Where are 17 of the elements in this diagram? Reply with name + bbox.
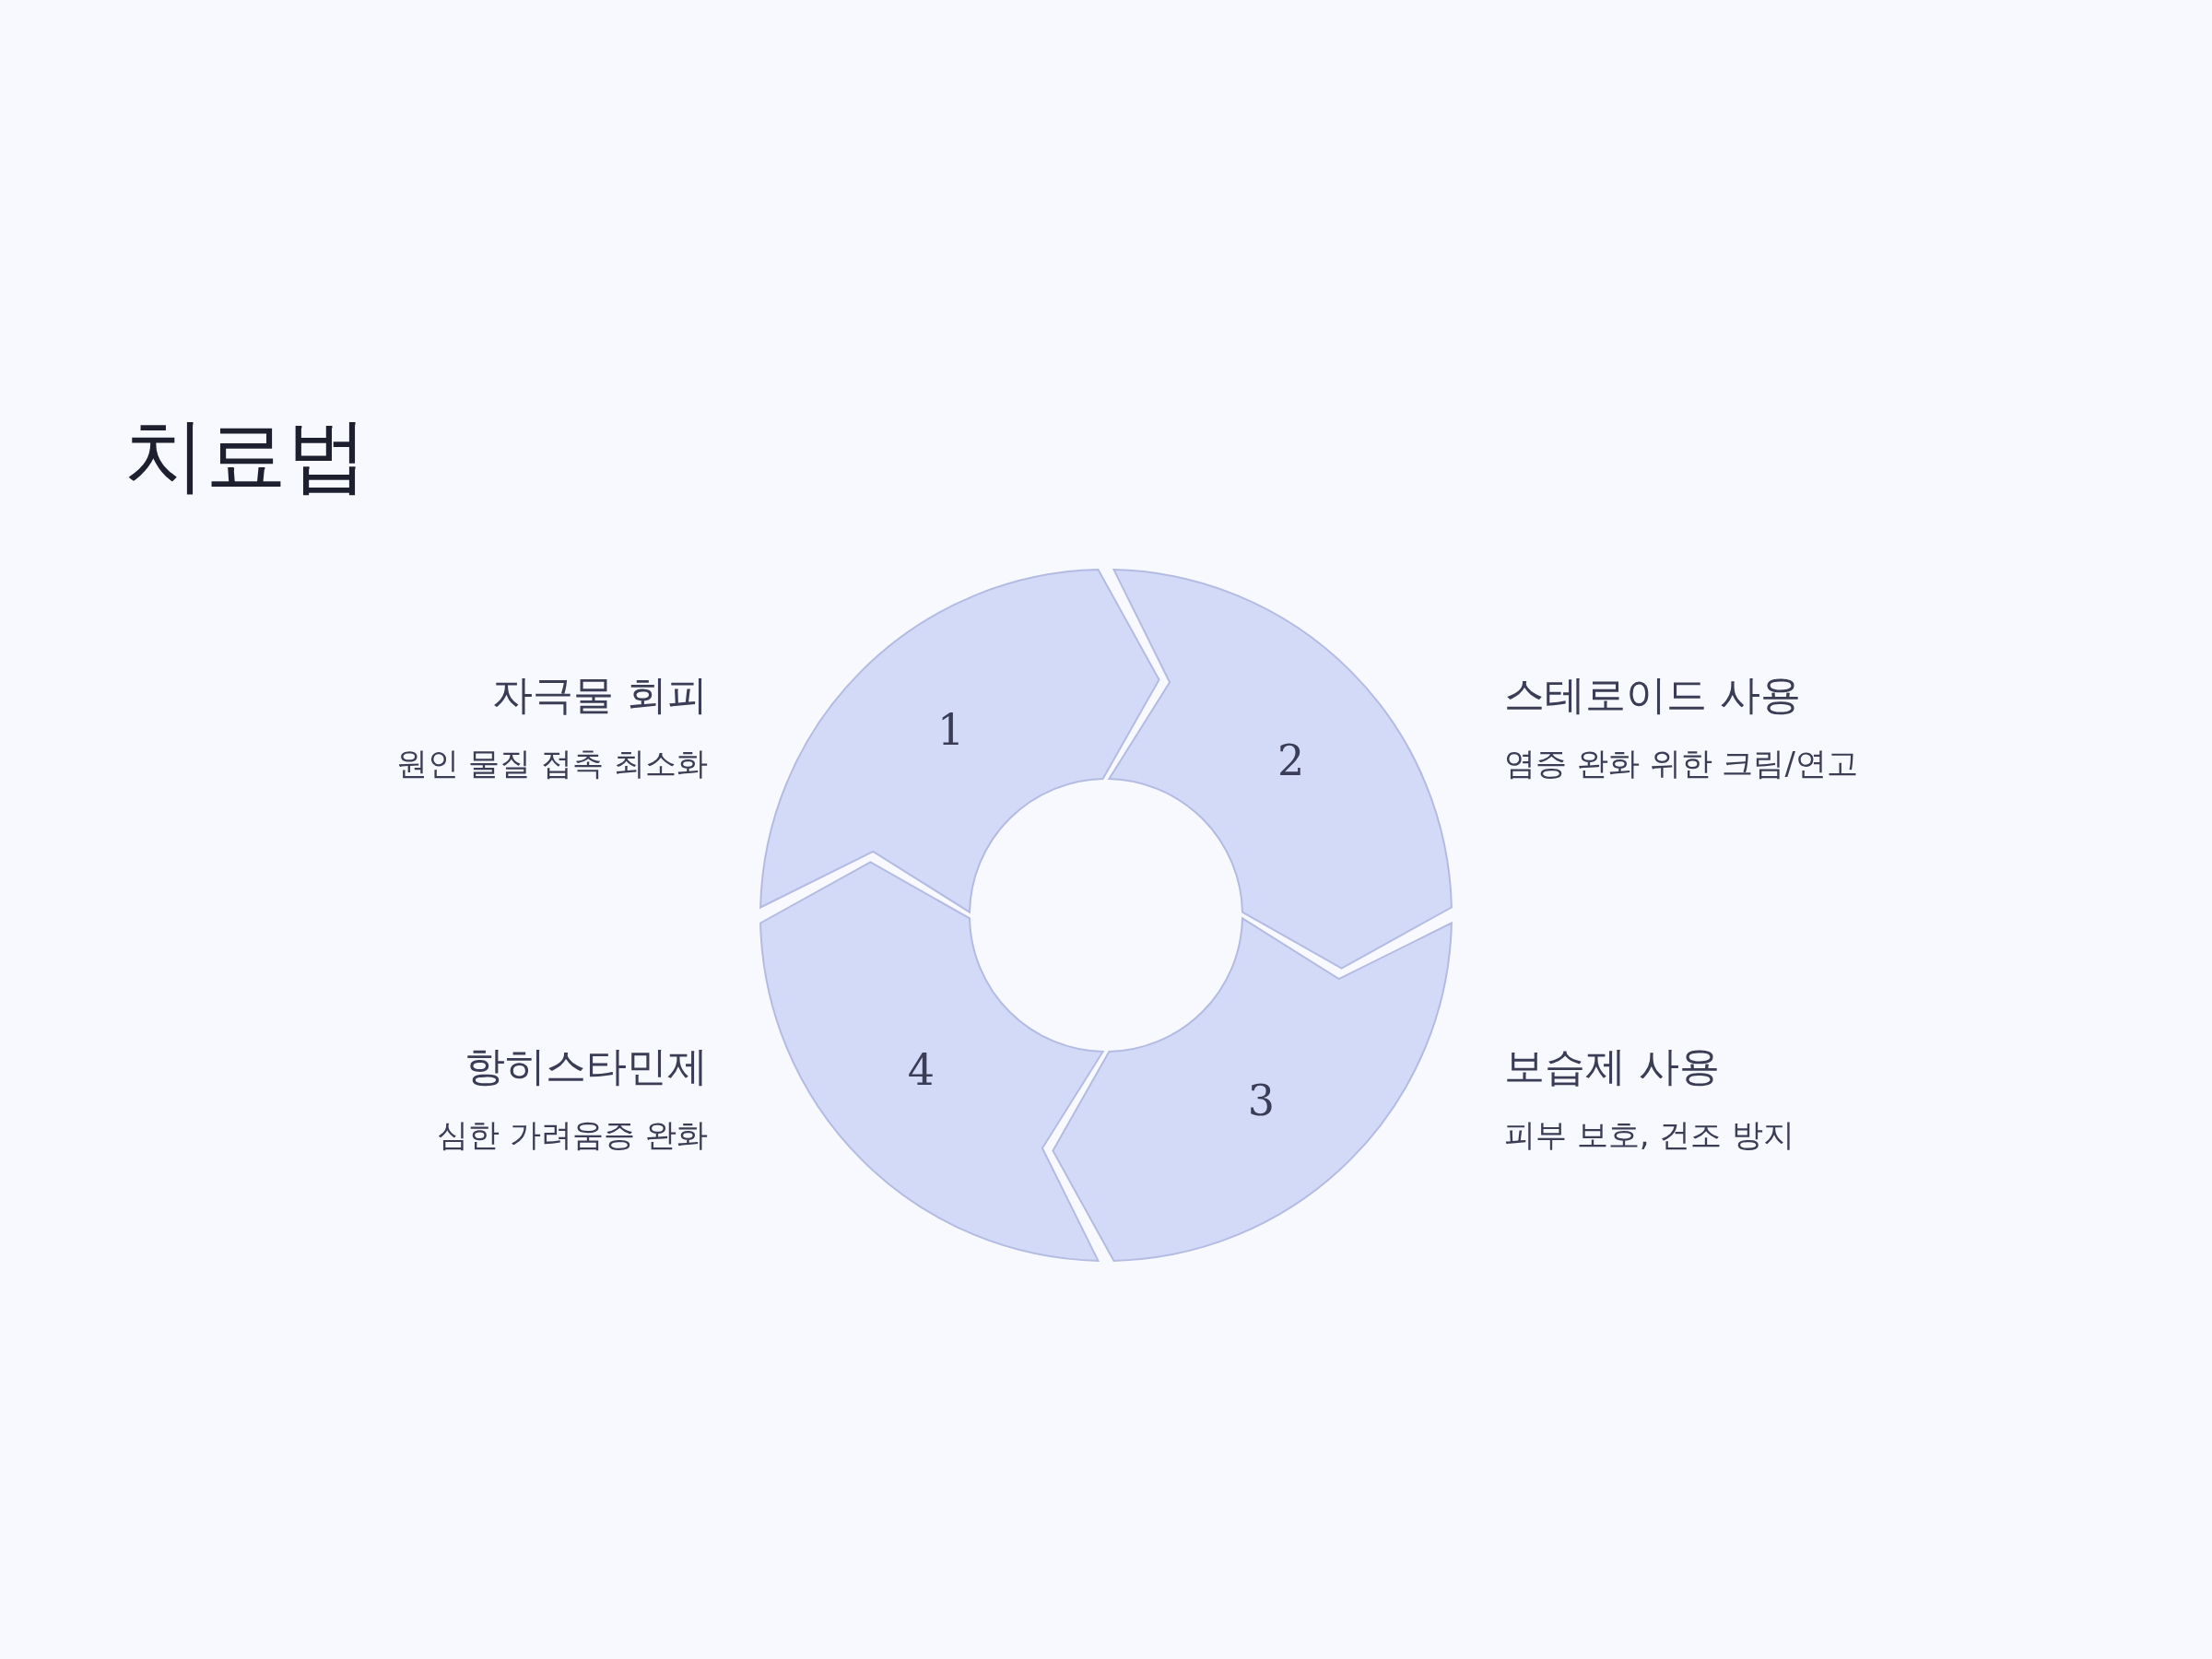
- cycle-segment: [759, 861, 1104, 1262]
- step-number: 3: [1247, 1075, 1276, 1125]
- title: 치료법: [124, 406, 368, 504]
- step-number: 1: [936, 705, 965, 756]
- step-heading: 보습제 사용: [1504, 1041, 1721, 1091]
- step-description: 원인 물질 접촉 최소화: [394, 744, 708, 783]
- step-description: 염증 완화 위한 크림/연고: [1504, 744, 1859, 783]
- step-heading: 스테로이드 사용: [1504, 670, 1802, 720]
- cycle-segment: [759, 569, 1160, 913]
- step-description: 심한 가려움증 완화: [436, 1115, 708, 1155]
- step-number: 4: [907, 1045, 935, 1096]
- step-heading: 자극물 회피: [491, 670, 708, 720]
- step-description: 피부 보호, 건조 방지: [1504, 1115, 1796, 1155]
- step-number: 2: [1277, 735, 1305, 785]
- cycle-segment: [1052, 917, 1453, 1262]
- cycle-segment: [1108, 569, 1453, 970]
- step-heading: 항히스타민제: [464, 1041, 708, 1091]
